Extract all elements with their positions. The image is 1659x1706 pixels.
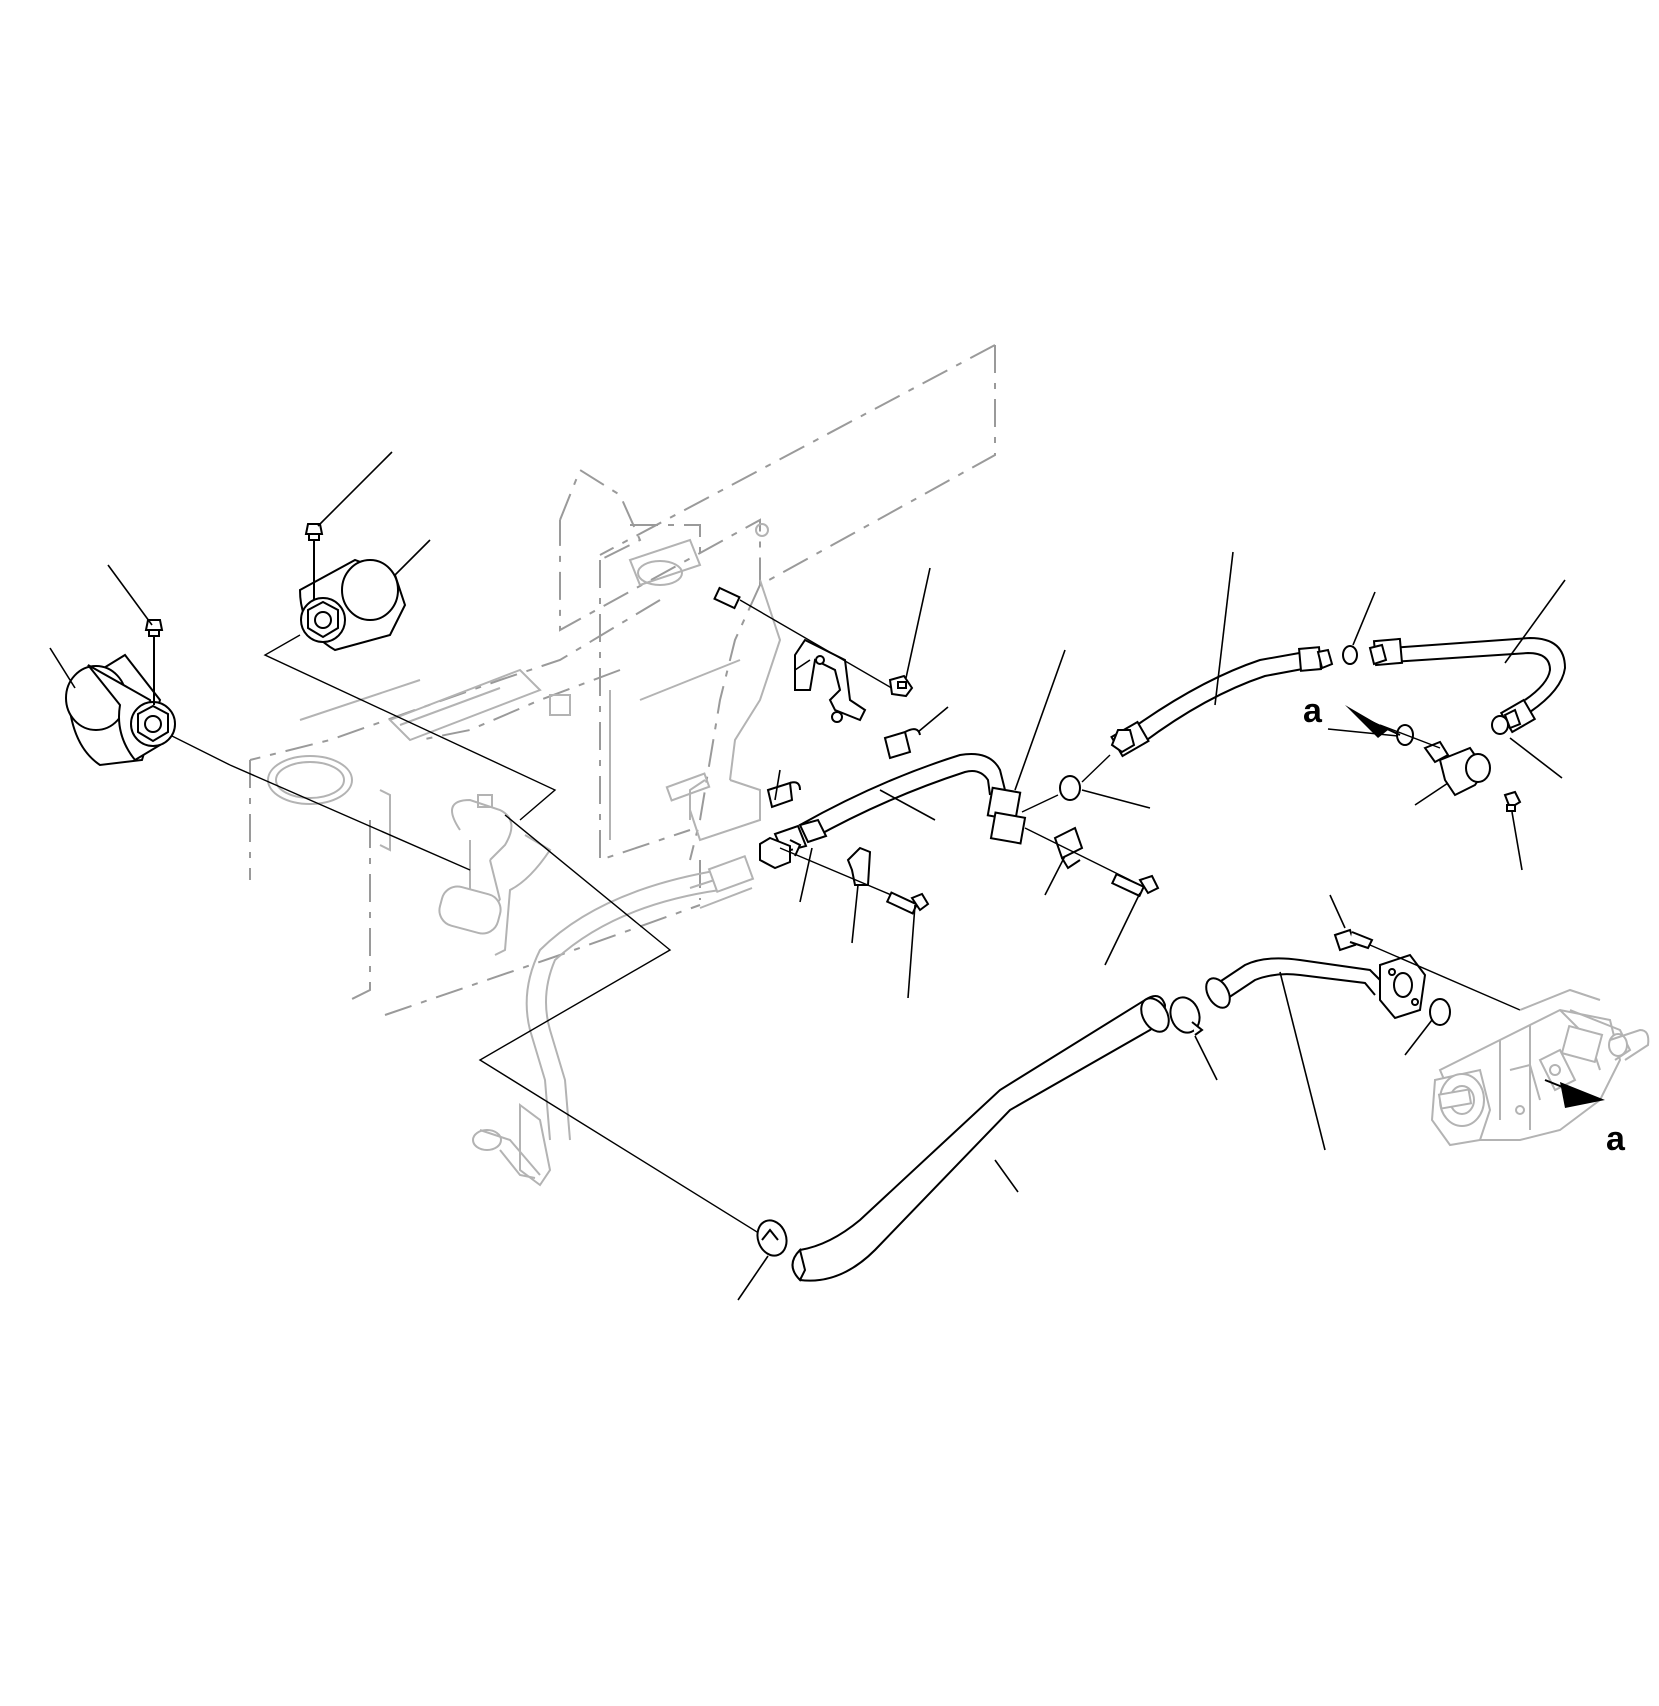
elbow-fitting [1379, 724, 1491, 797]
hose-band-clamp-upper [1169, 996, 1204, 1036]
o-ring-right-lower [1491, 715, 1509, 735]
callout-leaders [49, 451, 1566, 1301]
clamp-plate-right [1024, 826, 1160, 898]
arrow-label-right: a [1606, 1120, 1626, 1158]
hydraulic-pipe-loop [1368, 636, 1567, 734]
mounting-bracket [713, 586, 896, 723]
reference-outline [169, 634, 771, 1241]
suction-hose-lower [791, 995, 1170, 1282]
bracket-bolt [888, 674, 914, 698]
suction-pipe-upper [1205, 957, 1386, 1009]
o-ring-right-upper [1342, 645, 1358, 665]
o-ring-upper [1021, 754, 1111, 813]
hose-band-clamp-lower [756, 1219, 788, 1257]
hydraulic-hose-upper-left [799, 753, 1027, 845]
elbow-bolt [1503, 790, 1522, 812]
direction-arrow-left [1345, 705, 1401, 738]
hydraulic-hose-upper-right [1110, 646, 1334, 758]
hose-clamp-upper [883, 728, 921, 760]
direction-arrow-right [1544, 1079, 1605, 1108]
ghost-return-hose [472, 854, 755, 1187]
filter-canister-left [65, 653, 176, 767]
flange-bolt [1333, 928, 1521, 1011]
chassis-frame-outline [249, 344, 996, 1016]
hose-clamp-lower-left [766, 781, 802, 857]
pump-flange [1379, 953, 1427, 1020]
filter-canister-right-bolt [304, 523, 324, 600]
hydraulic-pump [1430, 988, 1650, 1147]
arrow-label-left: a [1303, 692, 1323, 730]
support-bracket-lower [779, 846, 930, 915]
ghost-coolant-hoses [438, 798, 552, 956]
o-ring-pump [1429, 998, 1451, 1026]
filter-canister-right [298, 558, 407, 652]
